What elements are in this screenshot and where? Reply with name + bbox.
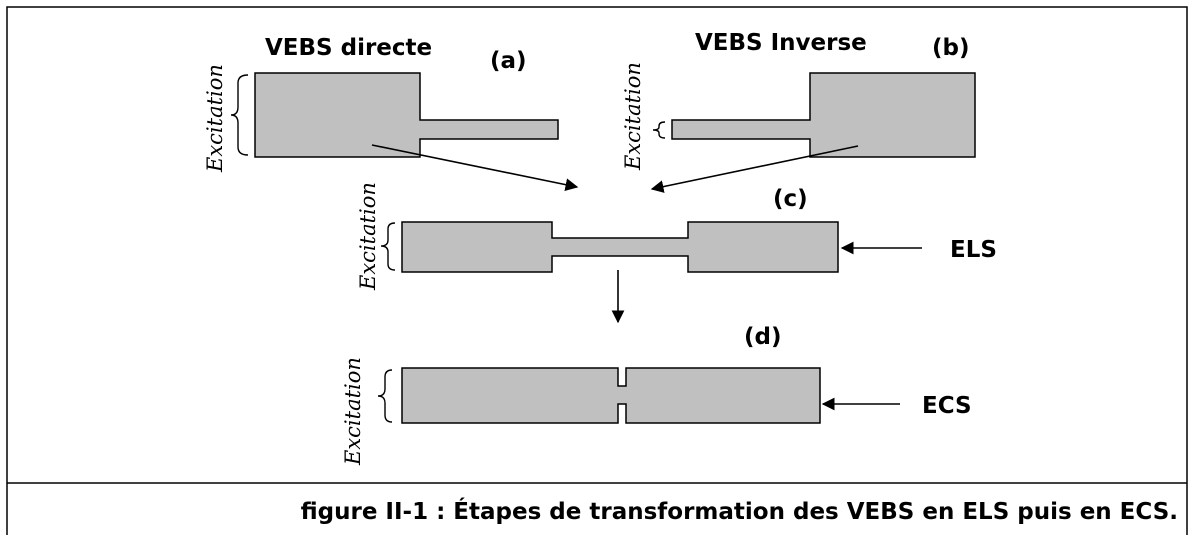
excitation-brace-b — [652, 121, 666, 139]
els-label: ELS — [950, 237, 997, 263]
tag-b: (b) — [932, 35, 970, 61]
els-group: (c) Excitation ELS — [356, 182, 997, 291]
tag-d: (d) — [744, 324, 782, 350]
arrow-a-to-c — [371, 144, 579, 191]
excitation-label-b: Excitation — [621, 62, 645, 171]
ecs-shape — [401, 367, 821, 424]
vebs-inverse-title: VEBS Inverse — [695, 30, 867, 56]
figure-frame — [6, 6, 1188, 535]
vebs-directe-group: VEBS directe (a) Excitation — [203, 35, 559, 173]
excitation-label-c: Excitation — [356, 182, 380, 291]
vebs-inverse-shape — [671, 72, 976, 158]
figure-caption: figure II-1 : Étapes de transformation d… — [301, 497, 1178, 525]
vebs-inverse-group: VEBS Inverse (b) Excitation — [621, 30, 976, 171]
excitation-label-a: Excitation — [203, 64, 227, 173]
excitation-label-d: Excitation — [341, 357, 365, 466]
vebs-directe-title: VEBS directe — [265, 35, 432, 61]
ecs-label: ECS — [922, 393, 972, 419]
ecs-group: (d) Excitation ECS — [341, 324, 972, 466]
tag-c: (c) — [773, 186, 808, 212]
excitation-brace-c — [380, 222, 396, 271]
arrow-b-to-c — [650, 145, 859, 193]
tag-a: (a) — [490, 48, 527, 74]
vebs-directe-shape — [254, 72, 559, 158]
excitation-brace-d — [377, 369, 393, 423]
els-shape — [401, 221, 839, 273]
excitation-brace-a — [230, 74, 249, 156]
